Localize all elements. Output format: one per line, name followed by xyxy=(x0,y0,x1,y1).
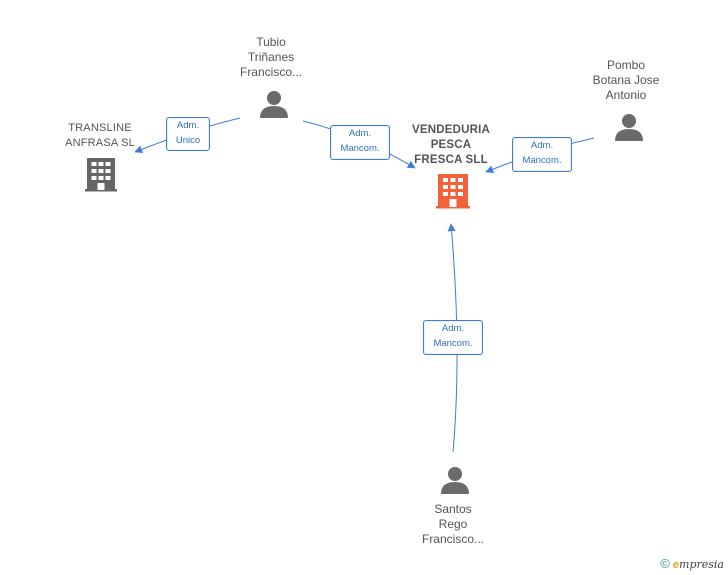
person-label-pombo[interactable]: Pombo Botana Jose Antonio xyxy=(592,58,660,102)
brand-logo-initial: e xyxy=(672,559,680,571)
role-badge-santos-center[interactable]: Adm. Mancom. xyxy=(423,320,483,355)
role-badge-pombo-center[interactable]: Adm. Mancom. xyxy=(512,137,572,172)
person-label-santos[interactable]: Santos Rego Francisco... xyxy=(421,502,484,546)
person-icon[interactable] xyxy=(615,114,643,141)
role-badge-tubio-transline[interactable]: Adm. Unico xyxy=(166,117,210,151)
building-icon[interactable] xyxy=(436,174,470,209)
company-label-center[interactable]: VENDEDURIA PESCA FRESCA SLL xyxy=(411,124,491,166)
person-label-tubio[interactable]: Tubio Triñanes Francisco... xyxy=(239,35,302,79)
company-label-transline[interactable]: TRANSLINE ANFRASA SL xyxy=(65,122,135,149)
copyright-symbol: © xyxy=(660,556,670,571)
person-icon[interactable] xyxy=(260,91,288,118)
person-icon[interactable] xyxy=(441,467,469,494)
role-badge-tubio-center[interactable]: Adm. Mancom. xyxy=(330,125,390,160)
brand-watermark: © empresia xyxy=(660,556,724,571)
building-icon[interactable] xyxy=(85,158,117,192)
brand-logo-text: mpresia xyxy=(679,558,724,571)
